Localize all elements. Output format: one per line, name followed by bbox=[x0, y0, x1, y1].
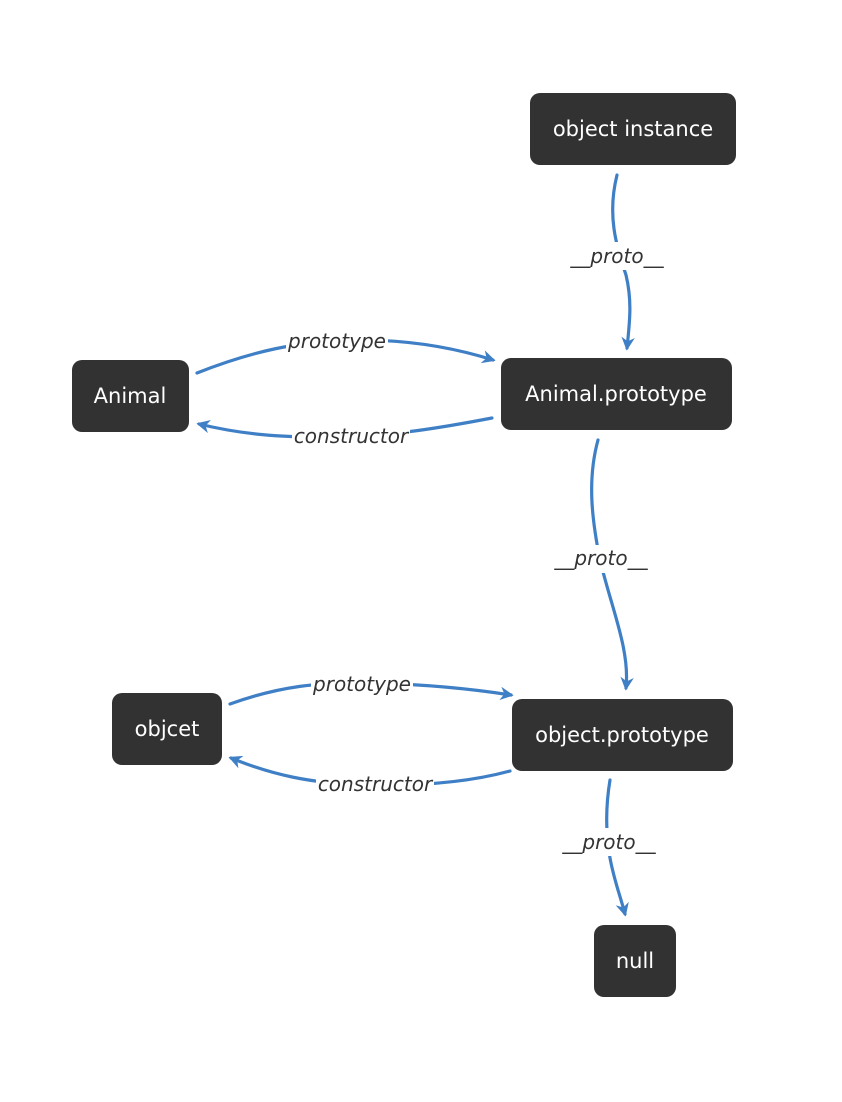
node-object-instance: object instance bbox=[530, 93, 736, 165]
node-objcet: objcet bbox=[112, 693, 222, 765]
edge-animal-constructor: constructor bbox=[196, 416, 494, 450]
node-object-prototype: object.prototype bbox=[512, 699, 733, 771]
edge-objcet-constructor: constructor bbox=[228, 755, 512, 798]
edge-animal-prototype-label: prototype bbox=[287, 329, 386, 353]
edge-instance-proto-line bbox=[611, 173, 635, 351]
edge-objcet-constructor-label: constructor bbox=[318, 772, 434, 796]
node-animal: Animal bbox=[72, 360, 189, 432]
node-object-prototype-label: object.prototype bbox=[535, 723, 709, 747]
edge-object-prototype-proto-line bbox=[605, 778, 629, 917]
edge-instance-proto: __proto__ bbox=[566, 173, 668, 351]
node-null: null bbox=[594, 925, 676, 997]
node-objcet-label: objcet bbox=[135, 717, 200, 741]
node-animal-label: Animal bbox=[94, 384, 167, 408]
edge-animal-prototype-proto-label: __proto__ bbox=[553, 546, 648, 570]
edge-animal-prototype: prototype bbox=[195, 326, 496, 375]
edge-objcet-prototype: prototype bbox=[228, 669, 514, 706]
edge-object-prototype-proto-label: __proto__ bbox=[561, 830, 656, 854]
edge-animal-constructor-label: constructor bbox=[294, 424, 410, 448]
node-null-label: null bbox=[616, 949, 654, 973]
edge-instance-proto-label: __proto__ bbox=[569, 244, 664, 268]
node-object-instance-label: object instance bbox=[553, 117, 713, 141]
edge-object-prototype-proto: __proto__ bbox=[558, 778, 660, 917]
node-animal-prototype: Animal.prototype bbox=[501, 358, 732, 430]
node-animal-prototype-label: Animal.prototype bbox=[525, 382, 707, 406]
edge-animal-prototype-proto: __proto__ bbox=[550, 438, 652, 691]
edge-objcet-prototype-label: prototype bbox=[312, 672, 411, 696]
